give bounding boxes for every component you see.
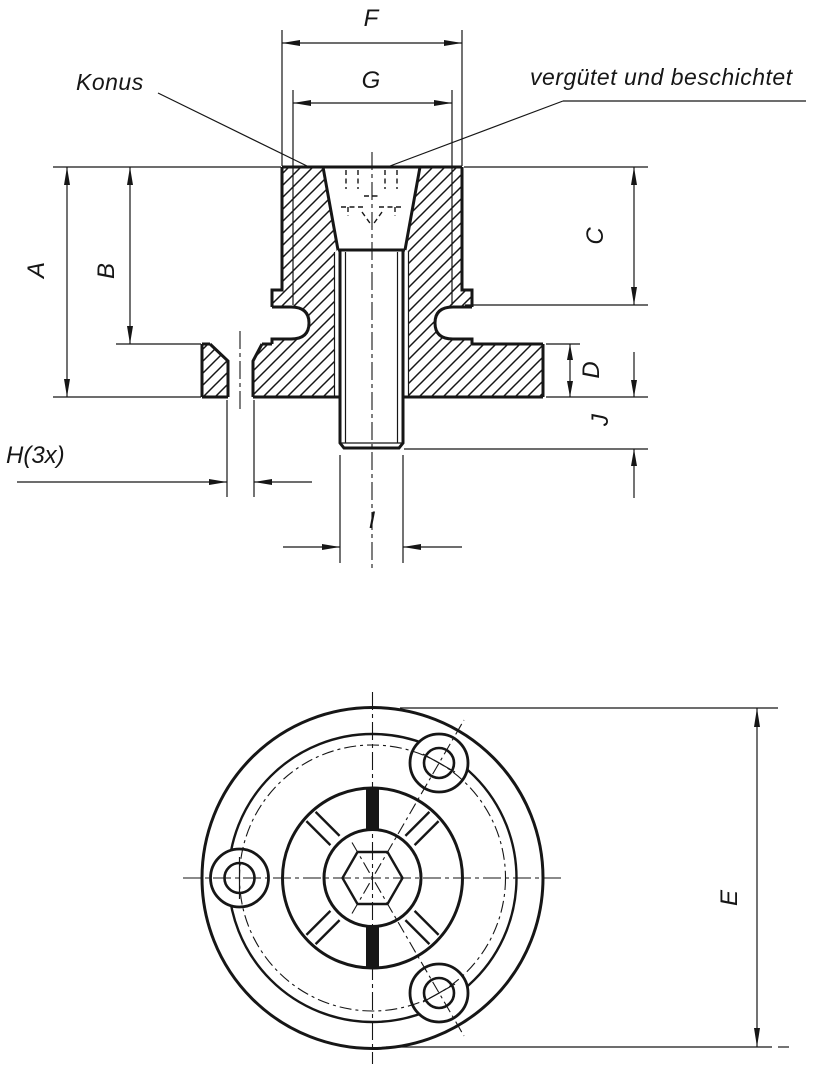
dimension-c: C <box>465 167 648 306</box>
slot-ne <box>404 811 440 846</box>
dim-label-g: G <box>362 67 381 94</box>
cone-label: Konus <box>76 69 144 95</box>
dimension-b: B <box>93 167 201 345</box>
note-treatment: vergütet und beschichtet <box>389 64 806 167</box>
dimension-a: A <box>23 167 70 397</box>
top-view-centerlines <box>183 692 562 1064</box>
dim-label-b: B <box>93 263 120 279</box>
section-centerlines <box>239 152 373 570</box>
note-konus: Konus <box>76 69 308 167</box>
treatment-leader-line <box>389 100 564 167</box>
top-view: E <box>183 692 789 1064</box>
dimension-h: H(3x) <box>6 400 312 497</box>
annotations: Konus vergütet und beschichtet <box>76 64 806 167</box>
cone-leader-line <box>157 92 308 167</box>
cone-slots <box>305 788 440 968</box>
dimension-j: J <box>404 352 648 498</box>
dimension-d: D <box>546 343 605 397</box>
treatment-label: vergütet und beschichtet <box>530 64 794 90</box>
dimensions-section: F G A B <box>6 5 648 563</box>
dim-label-c: C <box>582 227 609 245</box>
thread-lines <box>333 252 410 444</box>
front-section-view <box>200 152 545 570</box>
dim-label-i: I <box>369 507 376 534</box>
dim-label-e: E <box>716 889 743 906</box>
dimension-g: G <box>292 67 453 305</box>
hidden-hex-socket <box>341 170 402 227</box>
dimension-f: F <box>281 5 463 166</box>
dimension-e: E <box>386 707 789 1048</box>
dim-label-d: D <box>578 361 605 378</box>
part-outline <box>200 165 545 450</box>
slot-se <box>404 910 440 945</box>
slot-top <box>366 788 379 829</box>
dim-label-j: J <box>587 413 614 427</box>
slot-sw <box>305 910 341 945</box>
dim-label-a: A <box>23 262 50 280</box>
slot-nw <box>305 811 341 846</box>
dim-label-h: H(3x) <box>6 442 65 469</box>
dim-label-f: F <box>364 5 380 32</box>
dimension-i: I <box>283 455 462 563</box>
